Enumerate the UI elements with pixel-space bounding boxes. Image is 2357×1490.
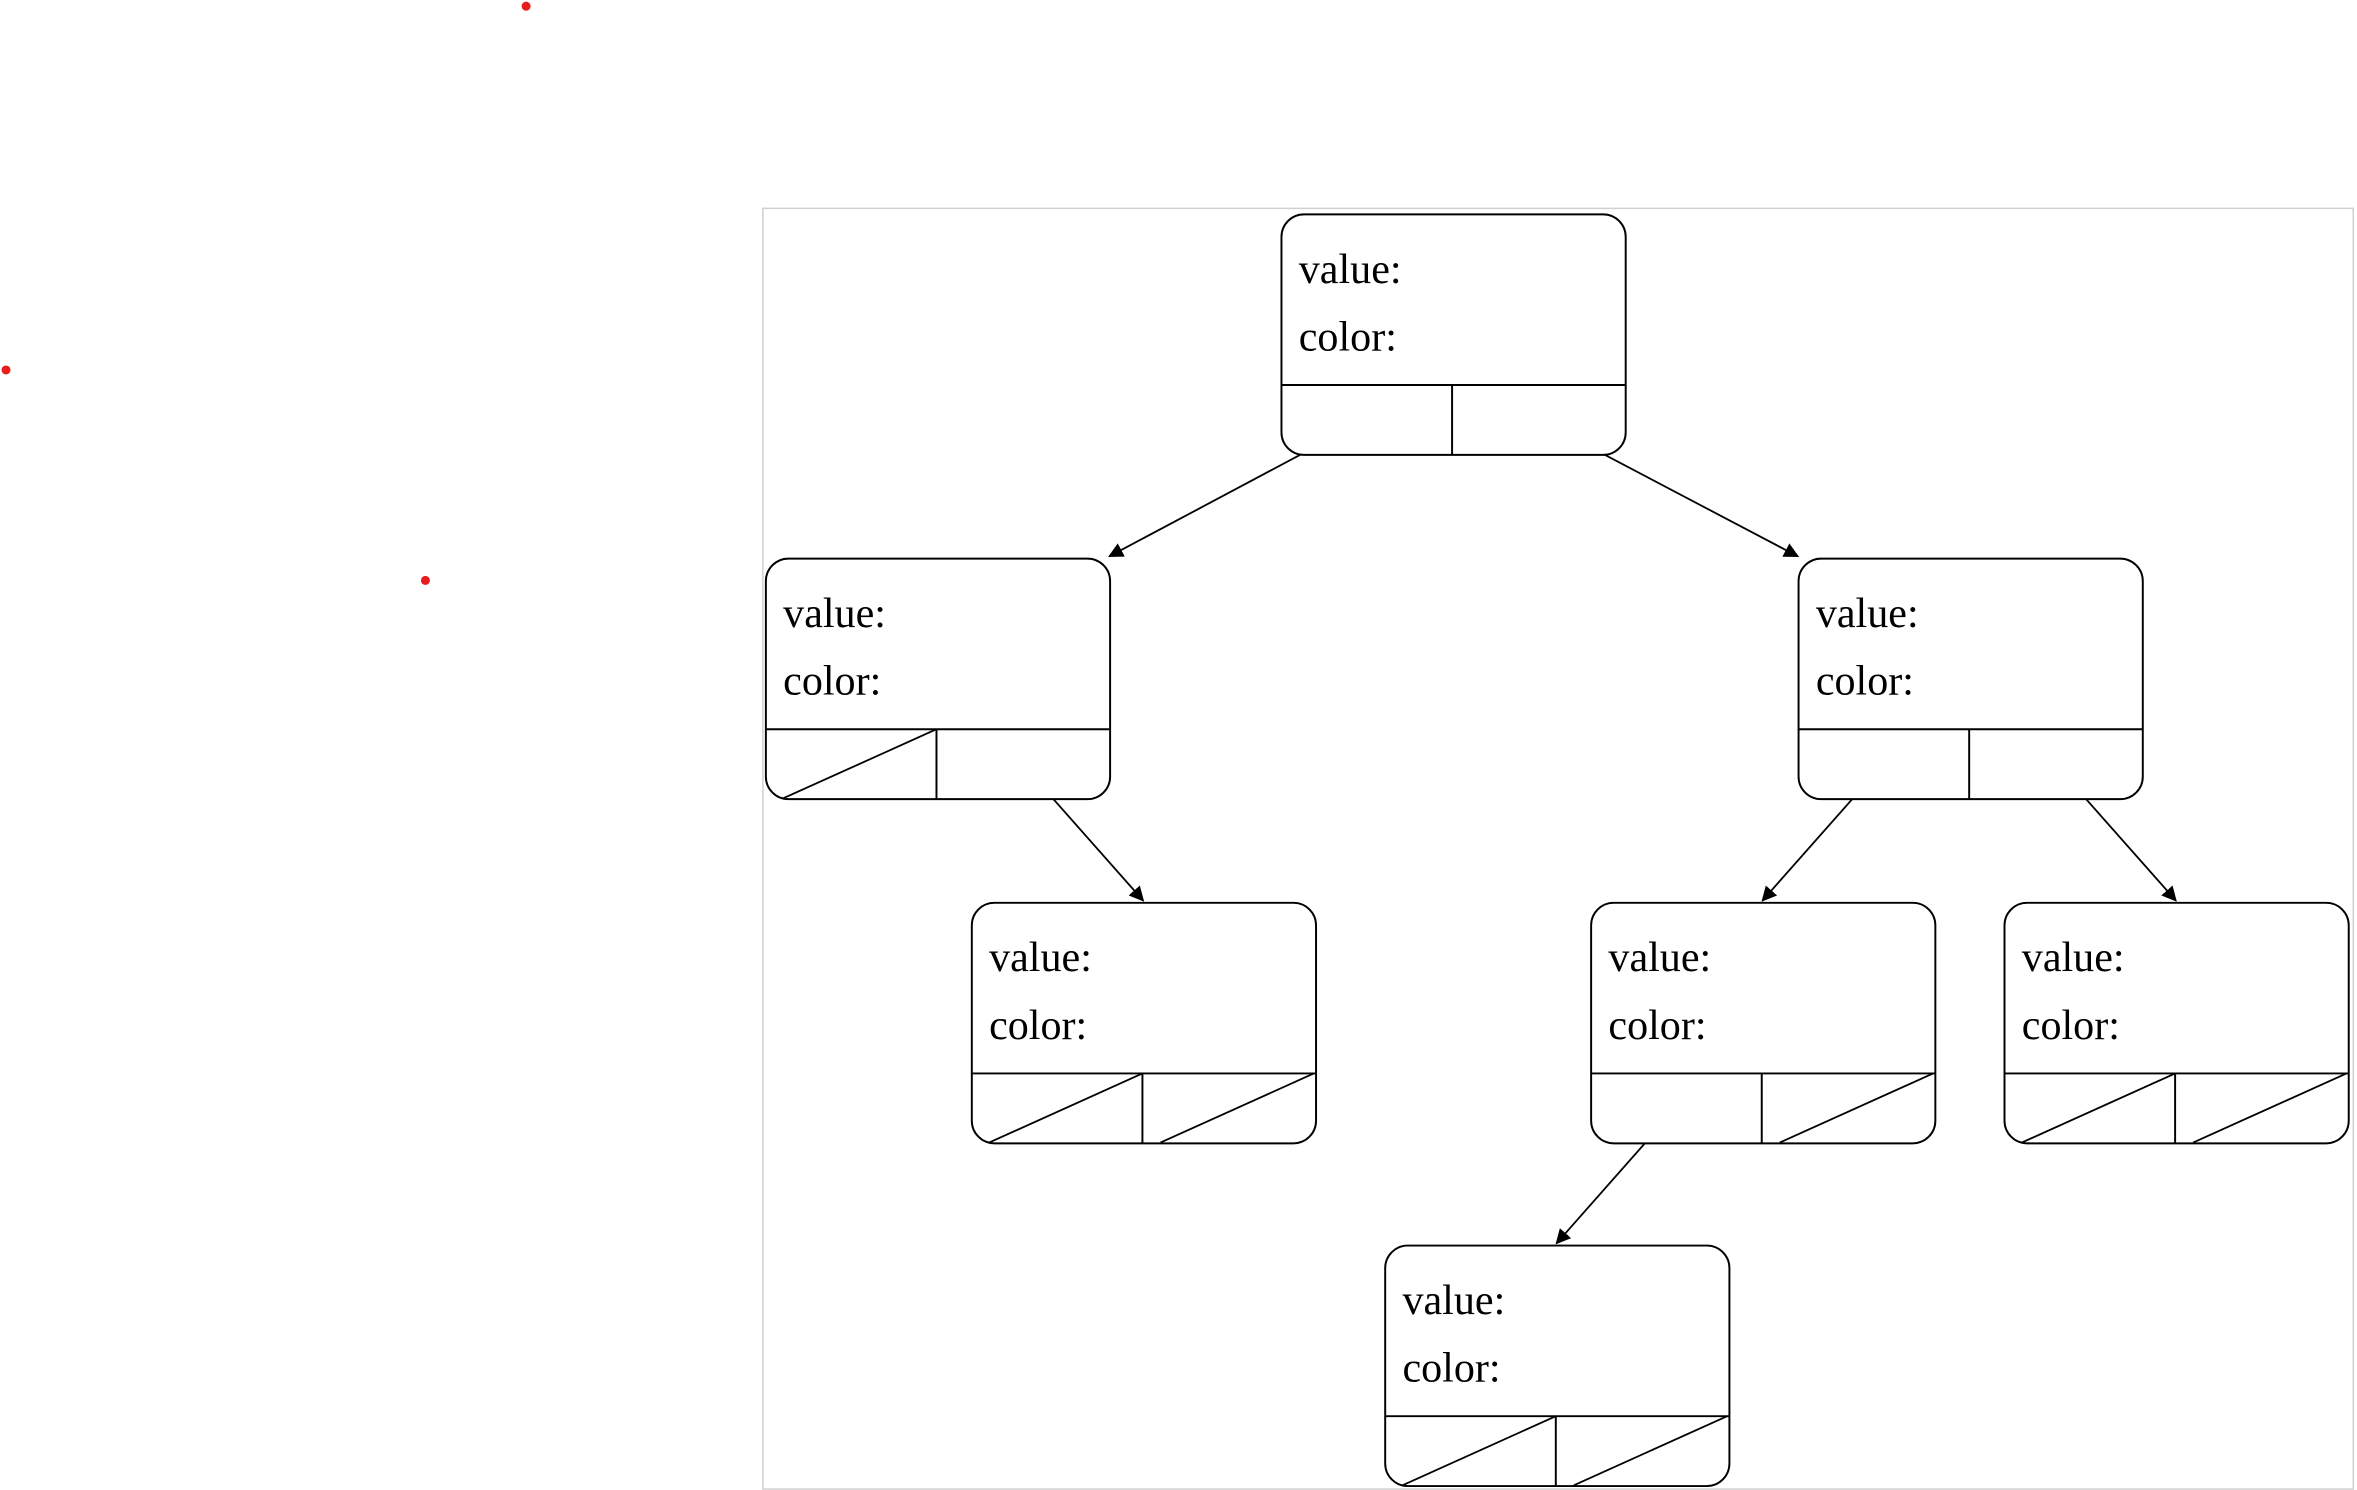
- left-null-pointer: [1402, 1415, 1557, 1487]
- value-label: value:: [1816, 591, 1919, 637]
- right-null-pointer: [1573, 1415, 1728, 1487]
- right-null-pointer: [1160, 1072, 1315, 1144]
- color-label: color:: [1816, 659, 1914, 705]
- value-label: value:: [783, 591, 886, 637]
- right-null-pointer: [2192, 1072, 2347, 1144]
- tree-node: value: color:: [970, 901, 1318, 1145]
- red-marker-dot: [521, 1, 531, 11]
- node-box: [1384, 1244, 1731, 1488]
- color-label: color:: [1402, 1346, 1500, 1392]
- node-box: [2003, 901, 2350, 1145]
- color-label: color:: [2022, 1003, 2120, 1049]
- tree-node: value: color:: [1590, 901, 1937, 1145]
- tree-node: value: color:: [2003, 901, 2350, 1145]
- value-label: value:: [1299, 247, 1402, 293]
- node-box: [1280, 213, 1627, 456]
- tree-node: value: color:: [764, 557, 1112, 801]
- node-box: [970, 901, 1318, 1145]
- color-label: color:: [989, 1003, 1087, 1049]
- left-null-pointer: [782, 728, 937, 800]
- right-null-pointer: [1779, 1072, 1934, 1144]
- value-label: value:: [989, 935, 1092, 981]
- value-label: value:: [1402, 1278, 1505, 1324]
- color-label: color:: [783, 659, 881, 705]
- tree-node: value: color:: [1280, 213, 1627, 456]
- node-box: [764, 557, 1112, 801]
- left-null-pointer: [2021, 1072, 2176, 1144]
- node-box: [1590, 901, 1937, 1145]
- left-null-pointer: [988, 1072, 1143, 1144]
- value-label: value:: [1608, 935, 1711, 981]
- value-label: value:: [2022, 935, 2125, 981]
- tree-node: value: color:: [1384, 1244, 1731, 1488]
- color-label: color:: [1608, 1003, 1706, 1049]
- tree-node: value: color:: [1797, 557, 2144, 801]
- red-marker-dot: [420, 575, 430, 585]
- diagram-frame: [762, 207, 2354, 1490]
- color-label: color:: [1299, 314, 1397, 360]
- node-box: [1797, 557, 2144, 801]
- red-marker-dot: [1, 365, 11, 375]
